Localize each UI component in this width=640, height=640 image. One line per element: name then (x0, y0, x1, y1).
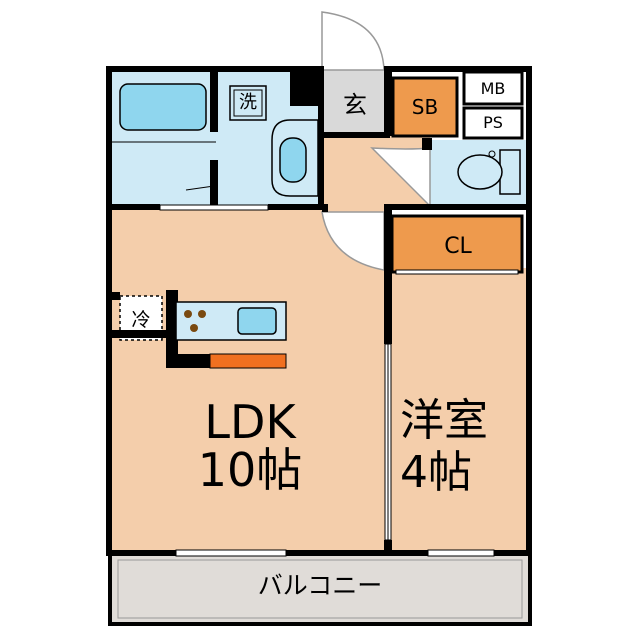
bathroom-door-line (185, 185, 215, 191)
stove-burner (190, 324, 198, 332)
washer-label: 洗 (239, 92, 257, 113)
entrance-door-swing (321, 11, 385, 71)
balcony-label: バルコニー (257, 571, 383, 600)
meter-box-label: MB (480, 79, 506, 98)
ldk-name: LDK (204, 395, 296, 449)
shoe-box-label: SB (411, 95, 439, 119)
washer-box-inner (233, 89, 263, 117)
kitchen-sink (237, 307, 277, 335)
kitchen-orange-counter (209, 353, 287, 369)
toilet-paper (488, 150, 496, 158)
closet-label: CL (444, 234, 472, 259)
entrance-label: 玄 (343, 91, 367, 119)
toilet-bowl (457, 154, 503, 190)
ldk-door-swing (321, 211, 385, 271)
ldk-window (175, 549, 287, 557)
western-window (427, 549, 495, 557)
toilet-tank (499, 149, 521, 195)
balcony-inner-edge (117, 559, 523, 619)
kitchen-wall (166, 290, 178, 368)
meter-box (462, 70, 524, 106)
western-name: 洋室 (400, 395, 488, 446)
washer-box (229, 85, 267, 121)
ldk-size: 10帖 (197, 443, 303, 497)
balcony-area (108, 550, 532, 626)
fridge-label: 冷 (131, 308, 151, 331)
western-floor (388, 268, 530, 554)
ldk-floor (110, 208, 388, 554)
ldk-room-label: LDK 10帖 (190, 398, 310, 494)
closet (390, 214, 524, 274)
stove-burner (184, 310, 192, 318)
bath-window (159, 204, 269, 211)
washbasin-bowl (279, 137, 307, 183)
shoe-box (391, 76, 459, 138)
pipe-space-label: PS (483, 113, 503, 132)
entrance-floor (322, 70, 384, 134)
bathtub (119, 83, 207, 131)
closet-door (395, 269, 519, 275)
western-size: 4帖 (400, 447, 472, 498)
stove-burner (198, 310, 206, 318)
kitchen-lower-wall (166, 354, 210, 368)
pipe-space (462, 106, 524, 140)
western-room-label: 洋室 4帖 (400, 395, 520, 499)
walls (106, 66, 532, 556)
